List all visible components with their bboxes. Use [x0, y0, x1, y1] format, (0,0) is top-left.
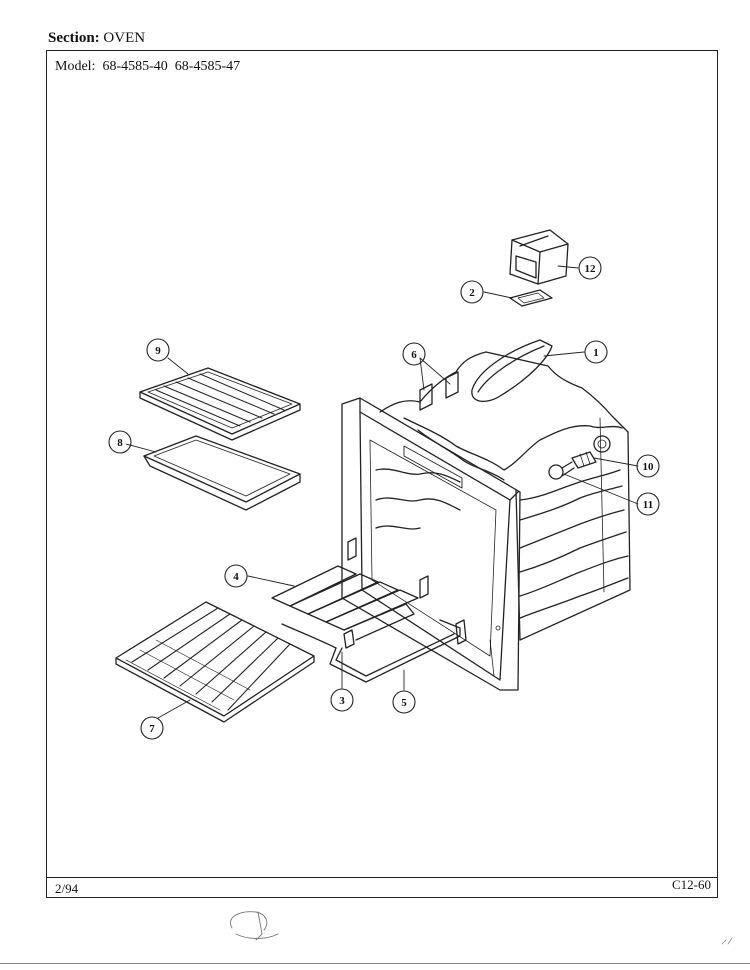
part-11-light-bulb	[548, 461, 575, 480]
page-code: C12-60	[672, 877, 711, 892]
handwritten-mark	[230, 911, 279, 941]
part-9-broil-grid	[139, 367, 301, 441]
model-line: Model: 68-4585-40 68-4585-47	[55, 59, 240, 75]
callout-5-label: 5	[401, 697, 407, 709]
callout-11: 11	[636, 492, 660, 516]
callout-10-label: 10	[643, 461, 655, 473]
section-value: OVEN	[103, 30, 146, 46]
part-12-light-housing	[509, 229, 569, 285]
callout-6-label: 6	[411, 349, 417, 361]
callout-4-label: 4	[233, 571, 239, 583]
callout-11-label: 11	[643, 499, 653, 511]
callout-2: 2	[460, 280, 484, 304]
callout-12-label: 12	[585, 263, 597, 275]
callout-8-label: 8	[117, 437, 123, 449]
oven-front-frame	[341, 397, 521, 691]
part-3-element-bracket	[343, 629, 355, 649]
callout-7-label: 7	[149, 723, 155, 735]
callout-4: 4	[224, 564, 248, 588]
model-number-2: 68-4585-47	[174, 59, 241, 74]
callout-2-label: 2	[469, 287, 475, 299]
part-10-light-socket	[571, 451, 597, 469]
callout-8: 8	[108, 430, 132, 454]
corner-mark	[721, 937, 733, 945]
section-label: Section:	[48, 30, 100, 46]
part-8-broil-pan	[143, 435, 301, 511]
part-4-bake-element	[271, 537, 429, 649]
part-6-brackets	[419, 371, 459, 411]
page-bottom-line	[0, 963, 750, 964]
callout-3-label: 3	[339, 695, 345, 707]
leader-lines	[125, 265, 639, 719]
model-label: Model:	[55, 59, 96, 74]
oven-cavity	[375, 351, 631, 641]
callout-9: 9	[146, 338, 170, 362]
part-5-broil-element	[329, 619, 467, 683]
callout-9-label: 9	[155, 345, 161, 357]
callout-1-label: 1	[593, 347, 599, 359]
part-2-lens	[509, 289, 553, 307]
date-code: 2/94	[55, 881, 79, 896]
callout-1: 1	[584, 340, 608, 364]
callout-10: 10	[636, 454, 660, 478]
section-title: Section: OVEN	[48, 30, 145, 47]
part-1-vent-trim	[471, 339, 553, 402]
callout-6: 6	[402, 342, 426, 366]
part-7-oven-rack	[115, 601, 315, 723]
callout-12: 12	[578, 256, 602, 280]
diagram-frame: Model: 68-4585-40 68-4585-47 2/94 C12-60	[46, 50, 718, 898]
callout-5: 5	[392, 690, 416, 714]
callout-3: 3	[330, 688, 354, 712]
footer-rule	[47, 877, 717, 878]
model-number-1: 68-4585-40	[102, 59, 168, 74]
callout-7: 7	[140, 716, 164, 740]
